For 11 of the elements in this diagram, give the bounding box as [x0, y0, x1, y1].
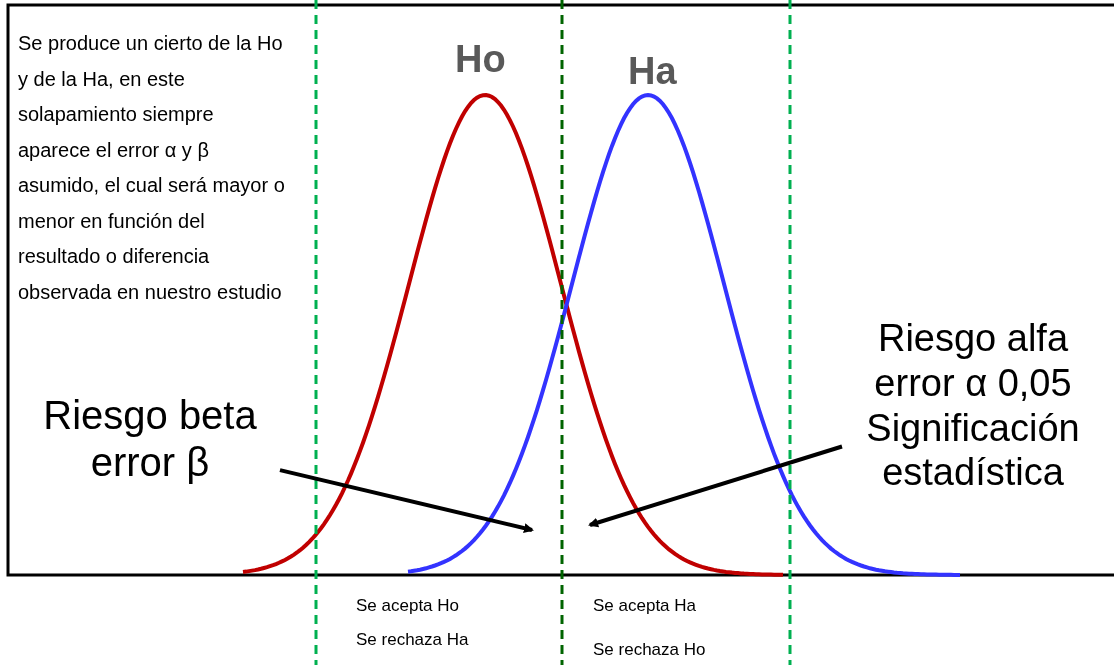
annotation-text: Riesgo beta error β	[42, 392, 258, 487]
arrow	[279, 468, 534, 533]
curve-label: Ho	[455, 38, 506, 81]
annotation-text: Riesgo alfa error α 0,05 Significación estadística	[865, 316, 1081, 496]
arrow	[588, 444, 843, 528]
description-text: Se produce un cierto de la Ho y de la Ha, en este solapamiento siempre aparece el error α y β asumido, el cual será mayor o menor en función del resultado o diferencia observada en nuestro estudio	[18, 31, 286, 305]
region-label: Se acepta Ha	[593, 596, 696, 616]
region-label: Se rechaza Ha	[356, 630, 469, 650]
curve-label: Ha	[628, 50, 677, 93]
region-label: Se rechaza Ho	[593, 640, 706, 660]
region-label: Se acepta Ho	[356, 596, 459, 616]
